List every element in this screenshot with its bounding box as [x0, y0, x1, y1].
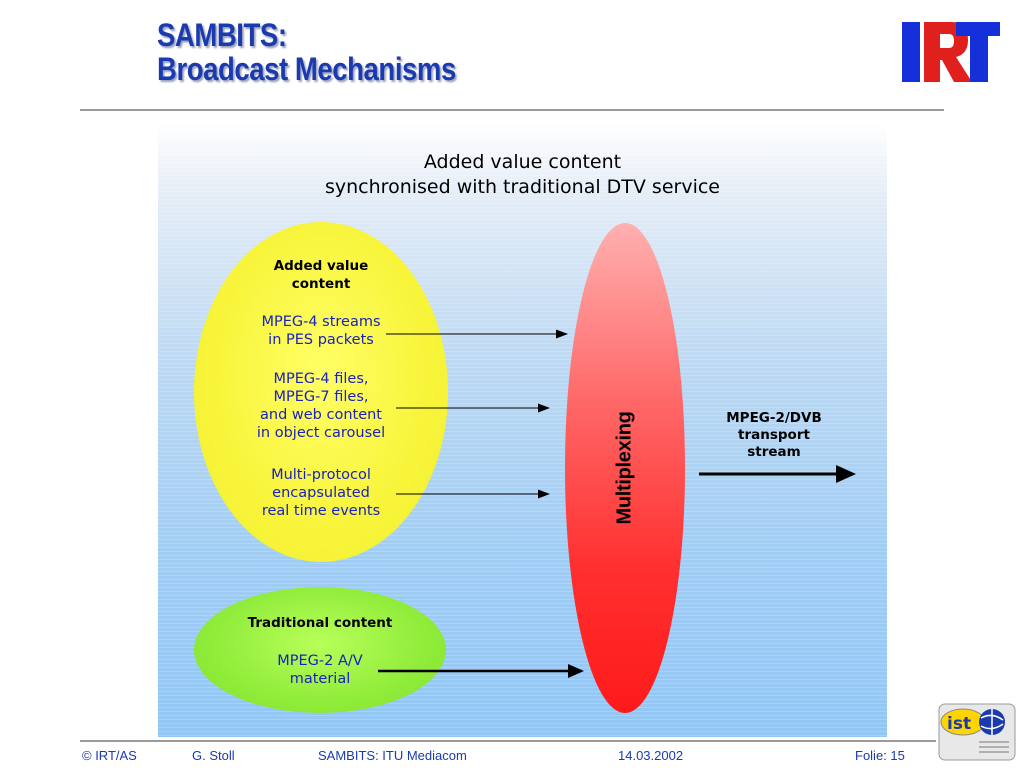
added-value-header-line-1: Added value — [273, 258, 369, 274]
mpeg2-av-label: MPEG-2 A/V material — [220, 652, 420, 688]
traditional-content-header: Traditional content — [247, 615, 393, 631]
footer-slide-number: Folie: 15 — [855, 748, 905, 763]
object-carousel-line-3: and web content — [260, 407, 382, 423]
slide-title-line-1: SAMBITS: — [157, 17, 287, 53]
transport-stream-label: MPEG-2/DVB transport stream — [704, 410, 844, 461]
real-time-events-line-2: encapsulated — [272, 485, 370, 501]
footer-divider — [80, 740, 936, 742]
arrow-real-time-events — [396, 489, 550, 499]
real-time-events-label: Multi-protocol encapsulated real time ev… — [221, 466, 421, 520]
arrow-transport-stream-output — [699, 465, 856, 483]
added-value-header-line-2: content — [291, 276, 351, 292]
diagram-title-line-2: synchronised with traditional DTV servic… — [325, 176, 720, 198]
slide-title-line-2: Broadcast Mechanisms — [157, 51, 456, 87]
multiplexer-ellipse — [565, 223, 685, 713]
arrow-mpeg4-streams — [386, 329, 568, 339]
object-carousel-line-2: MPEG-7 files, — [273, 389, 369, 405]
mpeg4-streams-label: MPEG-4 streams in PES packets — [221, 313, 421, 349]
mpeg4-streams-line-2: in PES packets — [268, 332, 374, 348]
transport-stream-line-1: MPEG-2/DVB — [726, 410, 822, 426]
object-carousel-label: MPEG-4 files, MPEG-7 files, and web cont… — [221, 370, 421, 442]
ist-logo: ist — [938, 703, 1016, 761]
footer-event: SAMBITS: ITU Mediacom — [318, 748, 467, 763]
flow-arrows — [378, 329, 856, 678]
footer-date: 14.03.2002 — [618, 748, 684, 763]
real-time-events-line-1: Multi-protocol — [271, 467, 371, 483]
mpeg2-av-line-1: MPEG-2 A/V — [277, 653, 363, 669]
irt-logo — [902, 22, 1000, 82]
diagram-title-line-1: Added value content — [423, 151, 622, 173]
object-carousel-line-4: in object carousel — [256, 425, 386, 441]
traditional-content-ellipse — [194, 587, 446, 713]
diagram-panel: Added value content synchronised with tr… — [158, 123, 887, 737]
object-carousel-line-1: MPEG-4 files, — [273, 371, 369, 387]
diagram-title: Added value content synchronised with tr… — [158, 150, 887, 200]
header-divider — [80, 109, 944, 111]
arrow-object-carousel — [396, 403, 550, 413]
real-time-events-line-3: real time events — [261, 503, 381, 519]
slide-title: SAMBITS: Broadcast Mechanisms — [157, 18, 456, 86]
transport-stream-line-3: stream — [747, 444, 801, 460]
footer-author: G. Stoll — [192, 748, 235, 763]
svg-text:ist: ist — [947, 714, 971, 734]
mpeg4-streams-line-1: MPEG-4 streams — [261, 314, 381, 330]
transport-stream-line-2: transport — [738, 427, 810, 443]
arrow-mpeg2-av — [378, 664, 584, 678]
footer-copyright: © IRT/AS — [82, 748, 137, 763]
added-value-header: Added value content — [221, 257, 421, 293]
added-value-ellipse — [194, 222, 448, 562]
mpeg2-av-line-2: material — [289, 671, 351, 687]
